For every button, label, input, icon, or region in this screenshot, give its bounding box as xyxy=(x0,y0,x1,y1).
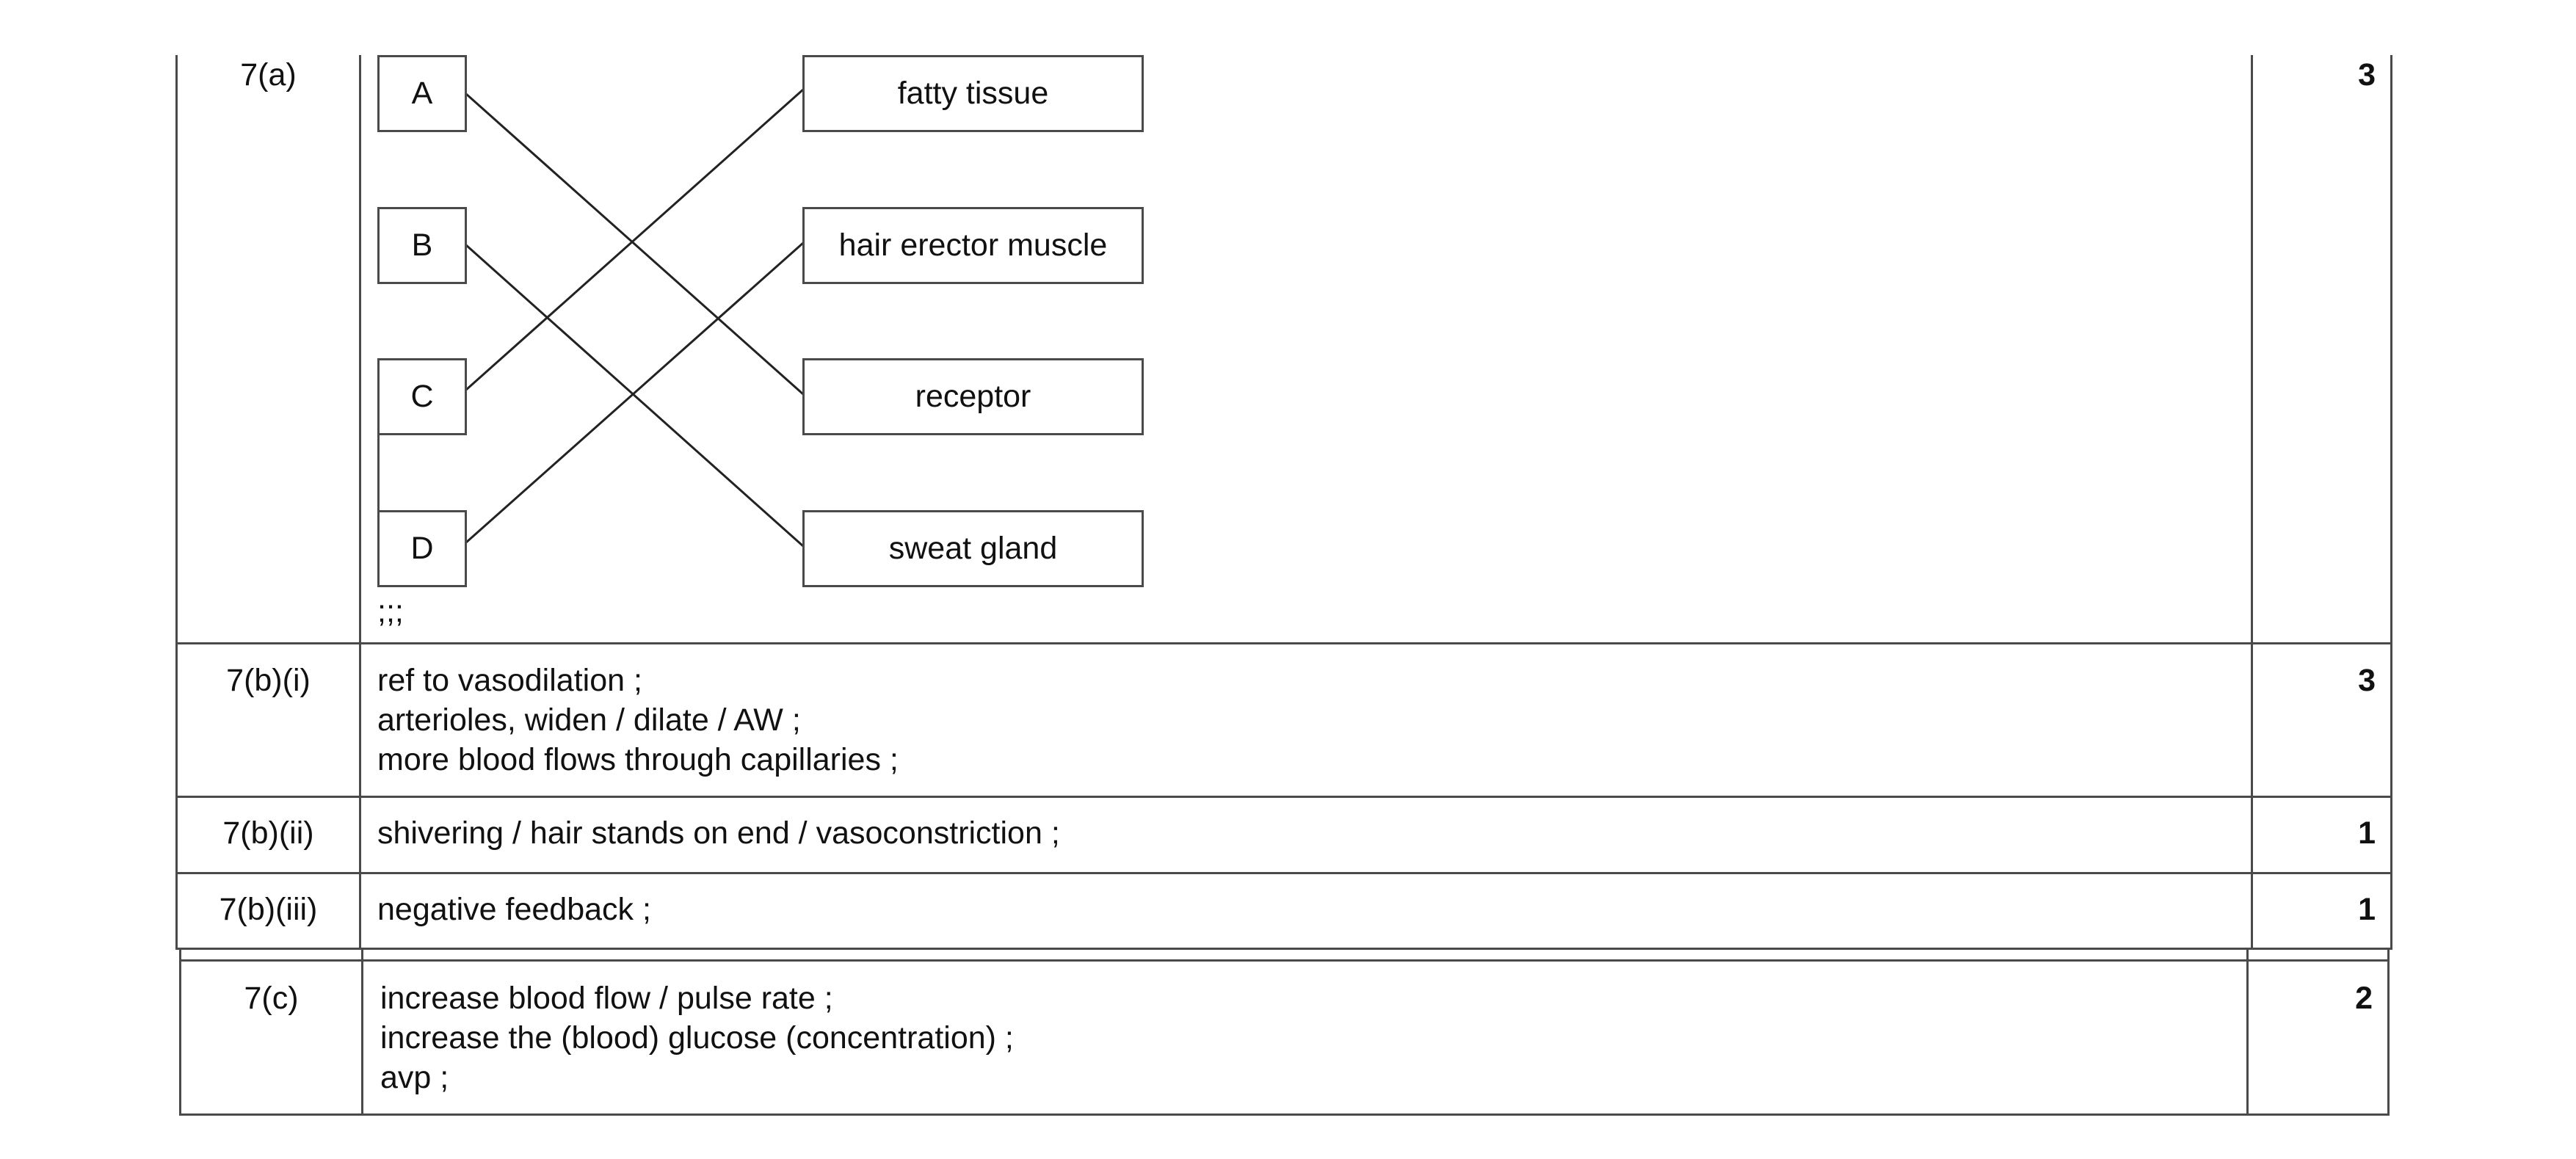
mark-value: 1 xyxy=(2358,892,2376,927)
row-divider xyxy=(175,796,2392,798)
answer-line: increase the (blood) glucose (concentrat… xyxy=(380,1020,1014,1056)
answer-line: ref to vasodilation ; xyxy=(377,663,642,698)
question-number: 7(a) xyxy=(240,57,297,92)
letter-box-c: C xyxy=(377,358,467,435)
row-divider xyxy=(175,642,2392,644)
answer-line: negative feedback ; xyxy=(377,892,651,927)
question-number: 7(c) xyxy=(244,981,299,1016)
question-number: 7(b)(iii) xyxy=(219,892,318,927)
table-border-left xyxy=(179,948,181,1115)
answer-line: more blood flows through capillaries ; xyxy=(377,742,899,777)
connector-c-fatty-tissue xyxy=(465,88,804,391)
column-divider-question xyxy=(359,55,361,949)
letter-box-d: D xyxy=(377,510,467,587)
mark-value: 3 xyxy=(2358,57,2376,92)
column-divider-mark xyxy=(2251,55,2253,949)
answer-separator: ;;; xyxy=(377,594,404,629)
mark-value: 2 xyxy=(2355,981,2373,1016)
row-divider xyxy=(175,872,2392,874)
answer-line: avp ; xyxy=(380,1060,449,1095)
letter-box-a: A xyxy=(377,55,467,132)
column-divider-question xyxy=(361,948,363,1115)
letter-box-b: B xyxy=(377,207,467,284)
answer-line: shivering / hair stands on end / vasocon… xyxy=(377,815,1060,851)
question-number: 7(b)(ii) xyxy=(222,815,314,851)
table-border-bottom xyxy=(179,1113,2390,1116)
mark-value: 1 xyxy=(2358,815,2376,851)
bracket-line xyxy=(377,433,380,512)
structure-box-fatty-tissue: fatty tissue xyxy=(802,55,1144,132)
table-border-left xyxy=(175,55,178,949)
answer-line: increase blood flow / pulse rate ; xyxy=(380,981,833,1016)
question-number: 7(b)(i) xyxy=(226,663,311,698)
table-border-bottom xyxy=(175,948,2392,950)
table-border-top xyxy=(179,959,2389,962)
table-border-right xyxy=(2390,55,2392,949)
mark-value: 3 xyxy=(2358,663,2376,698)
structure-box-sweat-gland: sweat gland xyxy=(802,510,1144,587)
answer-line: arterioles, widen / dilate / AW ; xyxy=(377,702,801,738)
connector-b-sweat-gland xyxy=(465,244,804,548)
structure-box-hair-erector-muscle: hair erector muscle xyxy=(802,207,1144,284)
column-divider-mark xyxy=(2246,948,2249,1115)
structure-box-receptor: receptor xyxy=(802,358,1144,435)
table-border-right xyxy=(2387,948,2390,1115)
connector-d-hair-erector-muscle xyxy=(465,241,804,544)
connector-a-receptor xyxy=(465,92,804,396)
